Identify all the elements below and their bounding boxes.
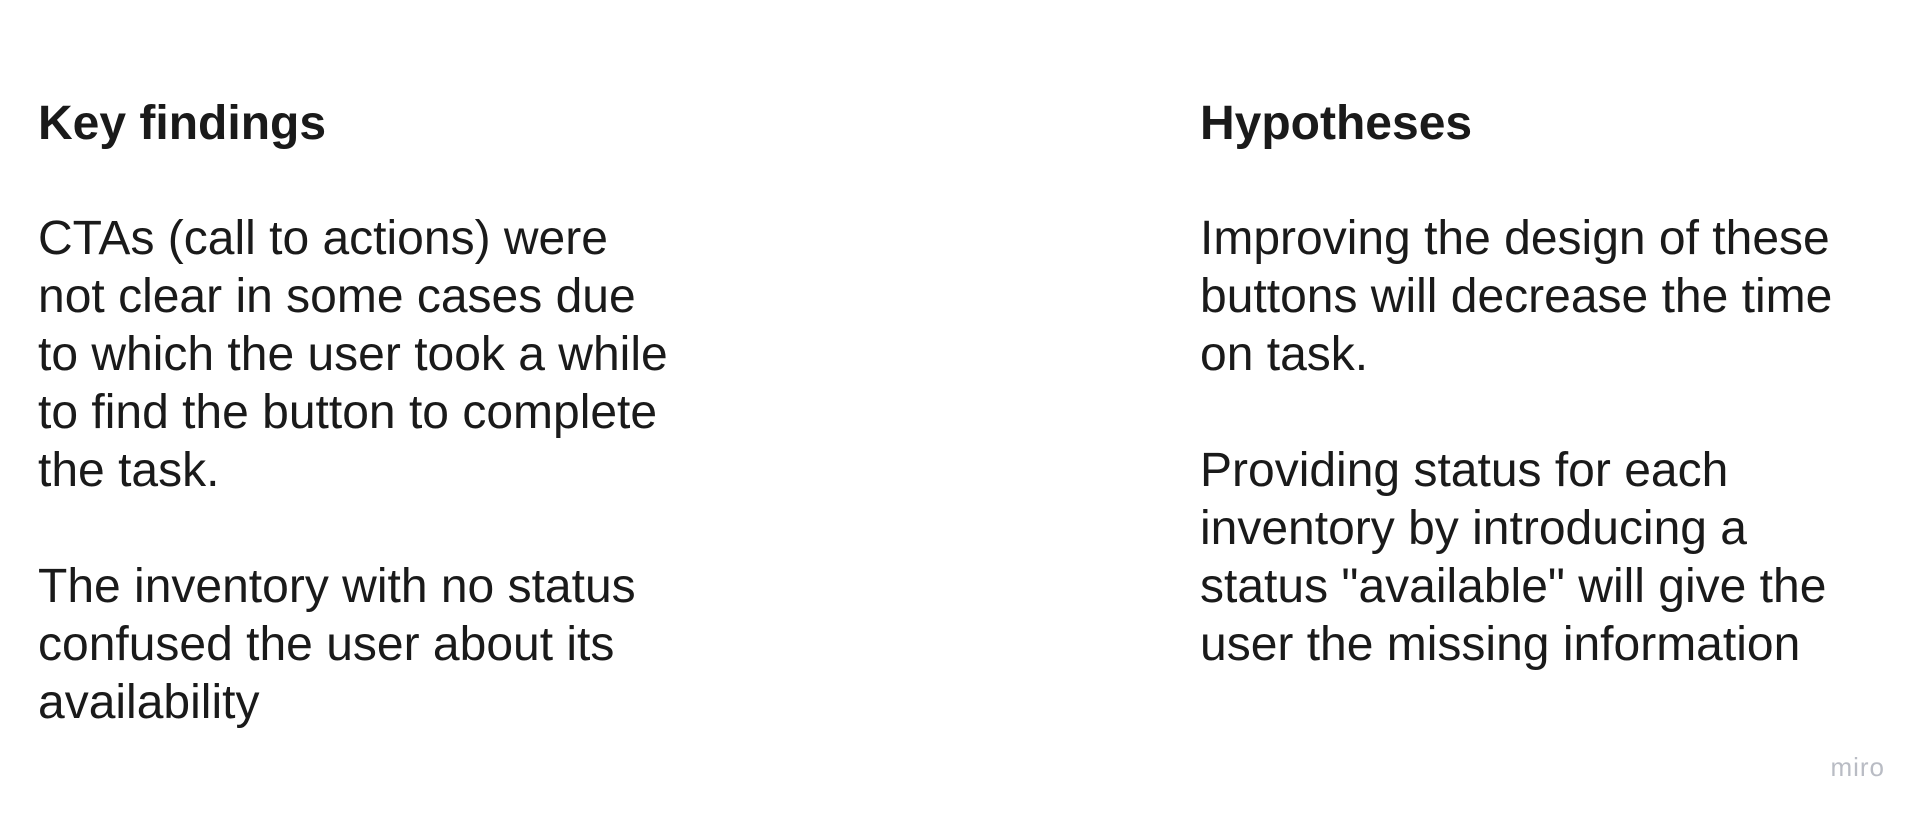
key-findings-section: Key findings CTAs (call to actions) were… xyxy=(38,98,798,790)
miro-watermark: miro xyxy=(1830,752,1885,782)
key-finding-status-paragraph: The inventory with no status confused th… xyxy=(38,560,636,729)
key-findings-heading: Key findings xyxy=(38,97,327,150)
hypotheses-section: Hypotheses Improving the design of these… xyxy=(1200,98,1900,732)
hypothesis-button-design-paragraph: Improving the design of these buttons wi… xyxy=(1200,212,1833,381)
key-finding-cta-paragraph: CTAs (call to actions) were not clear in… xyxy=(38,212,668,497)
hypotheses-heading: Hypotheses xyxy=(1200,97,1473,150)
hypothesis-status-paragraph: Providing status for each inventory by i… xyxy=(1200,444,1827,671)
